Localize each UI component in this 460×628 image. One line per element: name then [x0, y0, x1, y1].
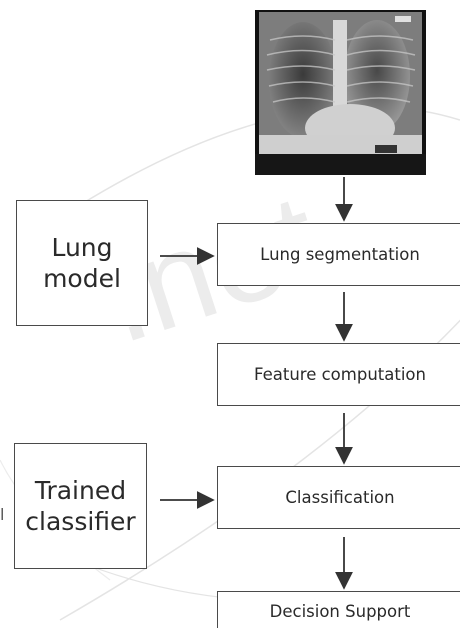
stray-mark: l: [0, 505, 4, 524]
